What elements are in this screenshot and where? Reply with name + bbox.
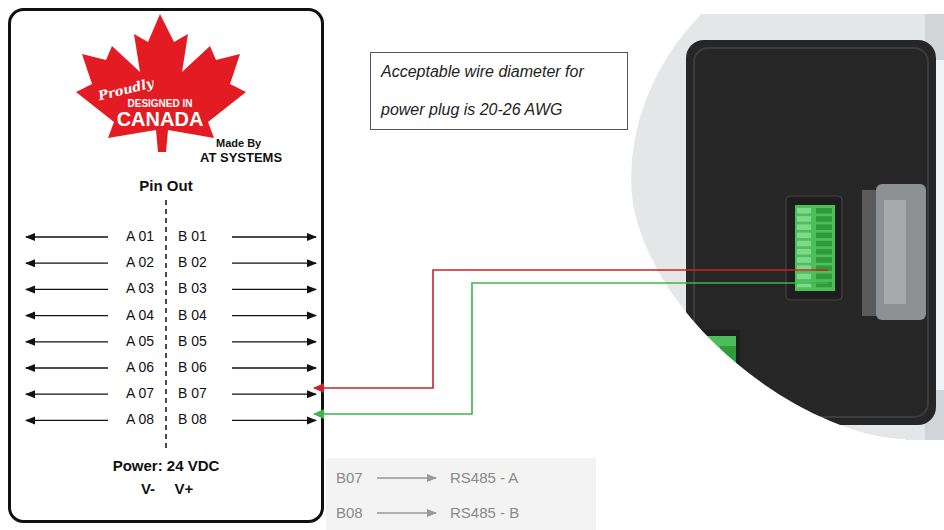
legend-panel [326,458,596,530]
panel-outline [10,10,323,522]
pin-label: A 02 [126,255,154,270]
pin-label: B 06 [178,360,207,375]
pin-label: A 05 [126,334,154,349]
panel-text: Made By [216,137,261,149]
panel-text: DESIGNED IN [127,98,192,109]
pin-label: A 06 [126,360,154,375]
signal-label: RS485 - B [450,505,519,522]
device-illustration [600,0,944,530]
pin-label: B 02 [178,255,207,270]
pin-label: B 04 [178,308,207,323]
signal-label: B07 [336,470,363,487]
panel-text: V- [141,481,155,498]
pin-label: B 01 [178,229,207,244]
legend-arrow [377,512,436,514]
panel-text: Power: 24 VDC [113,458,220,475]
pin-label: B 07 [178,386,207,401]
pin-label: A 08 [126,413,154,428]
pin-arrows [26,237,316,420]
legend-box: B07 RS485 - A B08 RS485 - B [326,458,596,530]
signal-label: RS485 - A [450,470,518,487]
pin-label: A 01 [126,229,154,244]
pin-label: A 03 [126,282,154,297]
panel-text: Pin Out [139,178,192,195]
note-box: Acceptable wire diameter for power plug … [370,52,628,130]
pinout-panel: ProudlyDESIGNED INCANADAMade ByAT SYSTEM… [8,8,324,523]
panel-text: CANADA [117,108,204,130]
panel-text: AT SYSTEMS [200,151,282,165]
red-wire [314,270,828,388]
pin-label: B 08 [178,413,207,428]
legend-arrow [377,477,436,479]
green-wire [314,283,828,414]
panel-text: V+ [175,481,194,498]
maple-leaf [76,14,246,152]
note-text: Acceptable wire diameter for power plug … [381,53,617,129]
divider [165,200,167,450]
signal-label: B08 [336,505,363,522]
pin-label: A 04 [126,308,154,323]
pin-label: A 07 [126,386,154,401]
pin-label: B 03 [178,282,207,297]
pin-label: B 05 [178,334,207,349]
